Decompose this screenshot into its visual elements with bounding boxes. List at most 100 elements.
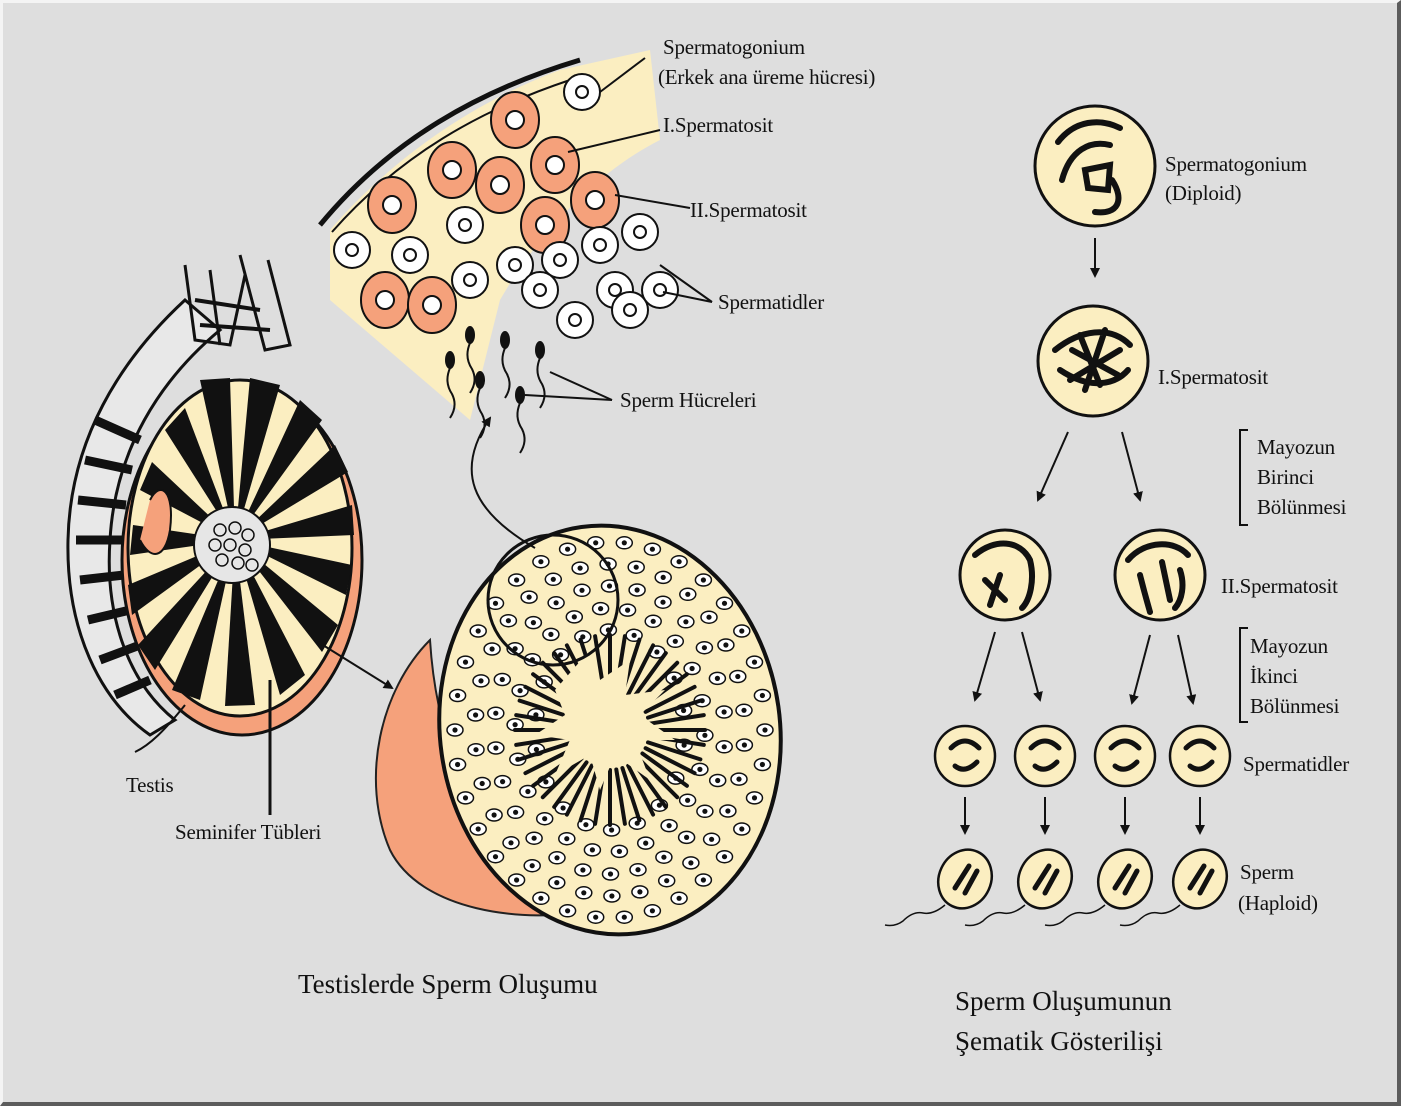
spermatid-chromosomes [948, 738, 982, 772]
tubule-cell-nucleus [700, 577, 707, 583]
tubule-cell-nucleus [721, 854, 728, 860]
tubule-cell-nucleus [580, 867, 586, 873]
tubule-cross-section [374, 523, 783, 937]
tubule-cell-nucleus [598, 606, 604, 612]
tubule-cell-nucleus [500, 779, 506, 785]
sperm-head [465, 326, 475, 344]
sperm-tail [578, 766, 600, 823]
tubule-cell-nucleus [526, 594, 532, 600]
sperm-chromosomes [1187, 863, 1215, 896]
tubule-cell-nucleus [538, 559, 544, 565]
tubule-cell-nucleus [660, 574, 666, 581]
tubule-cell-nucleus [656, 802, 663, 808]
tubule-cell-nucleus [721, 744, 727, 750]
tubule-cell-nucleus [621, 540, 627, 546]
tubule-cell-nucleus [715, 777, 721, 784]
sperm-head [515, 386, 525, 404]
spermatocyte-nucleus [422, 295, 442, 315]
tubule-cell-nucleus [553, 600, 559, 606]
tubule-cell-nucleus [493, 745, 499, 751]
tubule-cell-nucleus [577, 565, 583, 571]
tubule-cell-nucleus [759, 692, 766, 699]
tubule-cell-nucleus [697, 766, 703, 773]
sperm-tail [536, 357, 546, 409]
spermatid [933, 724, 997, 788]
tubule-cell-nucleus [685, 797, 691, 803]
sperm-cell [1096, 848, 1154, 910]
label-testis: Testis [126, 773, 174, 797]
tubule-cell-nucleus [581, 890, 587, 896]
tubule-cell-nucleus [533, 746, 540, 753]
spermatocyte-nucleus [535, 215, 555, 235]
tubule-cell-nucleus [672, 638, 678, 644]
tubule-cell-nucleus [452, 727, 458, 733]
label-r-meiosis-1-a: Mayozun [1257, 435, 1335, 459]
tubule-cell-nucleus [725, 808, 731, 814]
label-r-meiosis-2-c: Bölünmesi [1250, 694, 1340, 718]
tubule-cell-nucleus [751, 795, 758, 801]
spermatocyte-nucleus [375, 290, 395, 310]
spermatocyte-nucleus [505, 110, 525, 130]
spermatid-nucleus [633, 225, 647, 239]
tubule-cell-nucleus [571, 614, 577, 620]
sperm-tail [620, 766, 642, 823]
sperm-tail [446, 367, 456, 419]
label-r-meiosis-1-b: Birinci [1257, 465, 1314, 489]
tubule-cell-nucleus [685, 591, 691, 597]
tubule-cell-nucleus [635, 867, 641, 873]
tubule-cell-nucleus [701, 645, 708, 651]
spermatid-nucleus [403, 248, 417, 262]
tubule-cell-nucleus [462, 659, 469, 665]
tubule-cell-nucleus [512, 722, 518, 728]
label-spermatocyte-2: II.Spermatosit [690, 198, 807, 222]
tubule-cell-nucleus [462, 795, 469, 801]
tubule-cell-nucleus [560, 805, 566, 811]
label-sperm-cells: Sperm Hücreleri [620, 388, 757, 412]
spermatocyte-nucleus [382, 195, 402, 215]
tubule-cell-nucleus [505, 618, 511, 624]
sperm-tail [643, 684, 697, 714]
tubule-cell-nucleus [514, 577, 520, 583]
sperm-tail [501, 347, 511, 399]
bracket-meiosis-2 [1239, 627, 1248, 723]
spermatid [1013, 724, 1077, 788]
tubule-cell-nucleus [616, 848, 623, 855]
tubule-cell-nucleus [702, 808, 708, 814]
tubule-cell-nucleus [583, 822, 589, 828]
spermatic-cord [183, 254, 292, 352]
sperm-tail [476, 387, 486, 439]
spermatid-nucleus [553, 253, 567, 267]
tubule-cell-nucleus [479, 780, 485, 787]
tubule-cell-nucleus [531, 835, 537, 841]
sperm-head [500, 331, 510, 349]
sperm-cell [1171, 848, 1229, 910]
sperm-tail [517, 698, 574, 720]
tubule-cell-nucleus [589, 847, 596, 853]
spermatid-nucleus [575, 85, 589, 99]
tubule-cell-nucleus [492, 600, 499, 606]
tubule-cell-nucleus [739, 628, 745, 634]
label-spermatogonium: Spermatogonium [663, 35, 805, 59]
caption-right-line-2: Şematik Gösterilişi [955, 1026, 1163, 1056]
sperm-tail [516, 402, 526, 454]
spermatocyte-nucleus [490, 175, 510, 195]
sperm-tail [636, 756, 680, 800]
label-r-meiosis-2-a: Mayozun [1250, 634, 1328, 658]
label-r-spermatocyte-1: I.Spermatosit [1158, 365, 1268, 389]
spermatocyte-nucleus [545, 155, 565, 175]
spermatid-nucleus [593, 238, 607, 252]
tubule-cell-nucleus [565, 546, 571, 552]
label-r-haploid: (Haploid) [1238, 891, 1318, 915]
tubule-cell-nucleus [593, 540, 599, 546]
tubule-cell-nucleus [554, 880, 560, 886]
label-r-meiosis-1-c: Bölünmesi [1257, 495, 1347, 519]
tubule-cell-nucleus [593, 914, 599, 920]
bracket-meiosis-1 [1239, 429, 1248, 526]
spermatid-nucleus [463, 273, 477, 287]
tubule-cell-nucleus [714, 675, 721, 682]
tubule-cell-nucleus [633, 564, 639, 570]
caption-right-line-1: Sperm Oluşumunun [955, 986, 1172, 1016]
tubule-cell-nucleus [543, 779, 549, 785]
tubule-cell-nucleus [529, 863, 535, 869]
